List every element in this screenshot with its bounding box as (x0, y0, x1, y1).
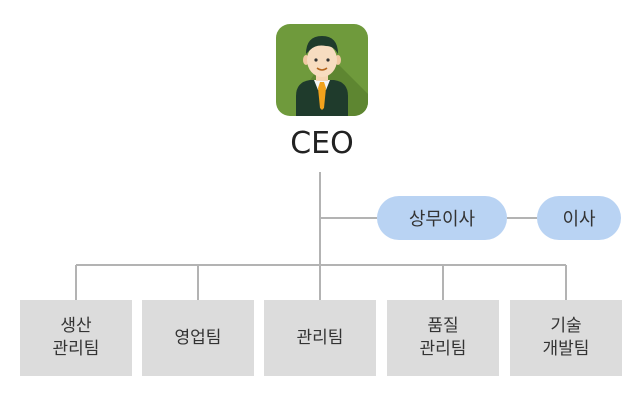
ceo-title: CEO (290, 126, 354, 161)
team-administration: 관리팀 (264, 300, 376, 376)
team-sales: 영업팀 (142, 300, 254, 376)
senior-managing-director-node: 상무이사 (377, 196, 507, 240)
team-production-management: 생산 관리팀 (20, 300, 132, 376)
team-quality-management: 품질 관리팀 (387, 300, 499, 376)
businessman-avatar-icon (276, 24, 368, 116)
team-technology-development: 기술 개발팀 (510, 300, 622, 376)
director-node: 이사 (537, 196, 621, 240)
